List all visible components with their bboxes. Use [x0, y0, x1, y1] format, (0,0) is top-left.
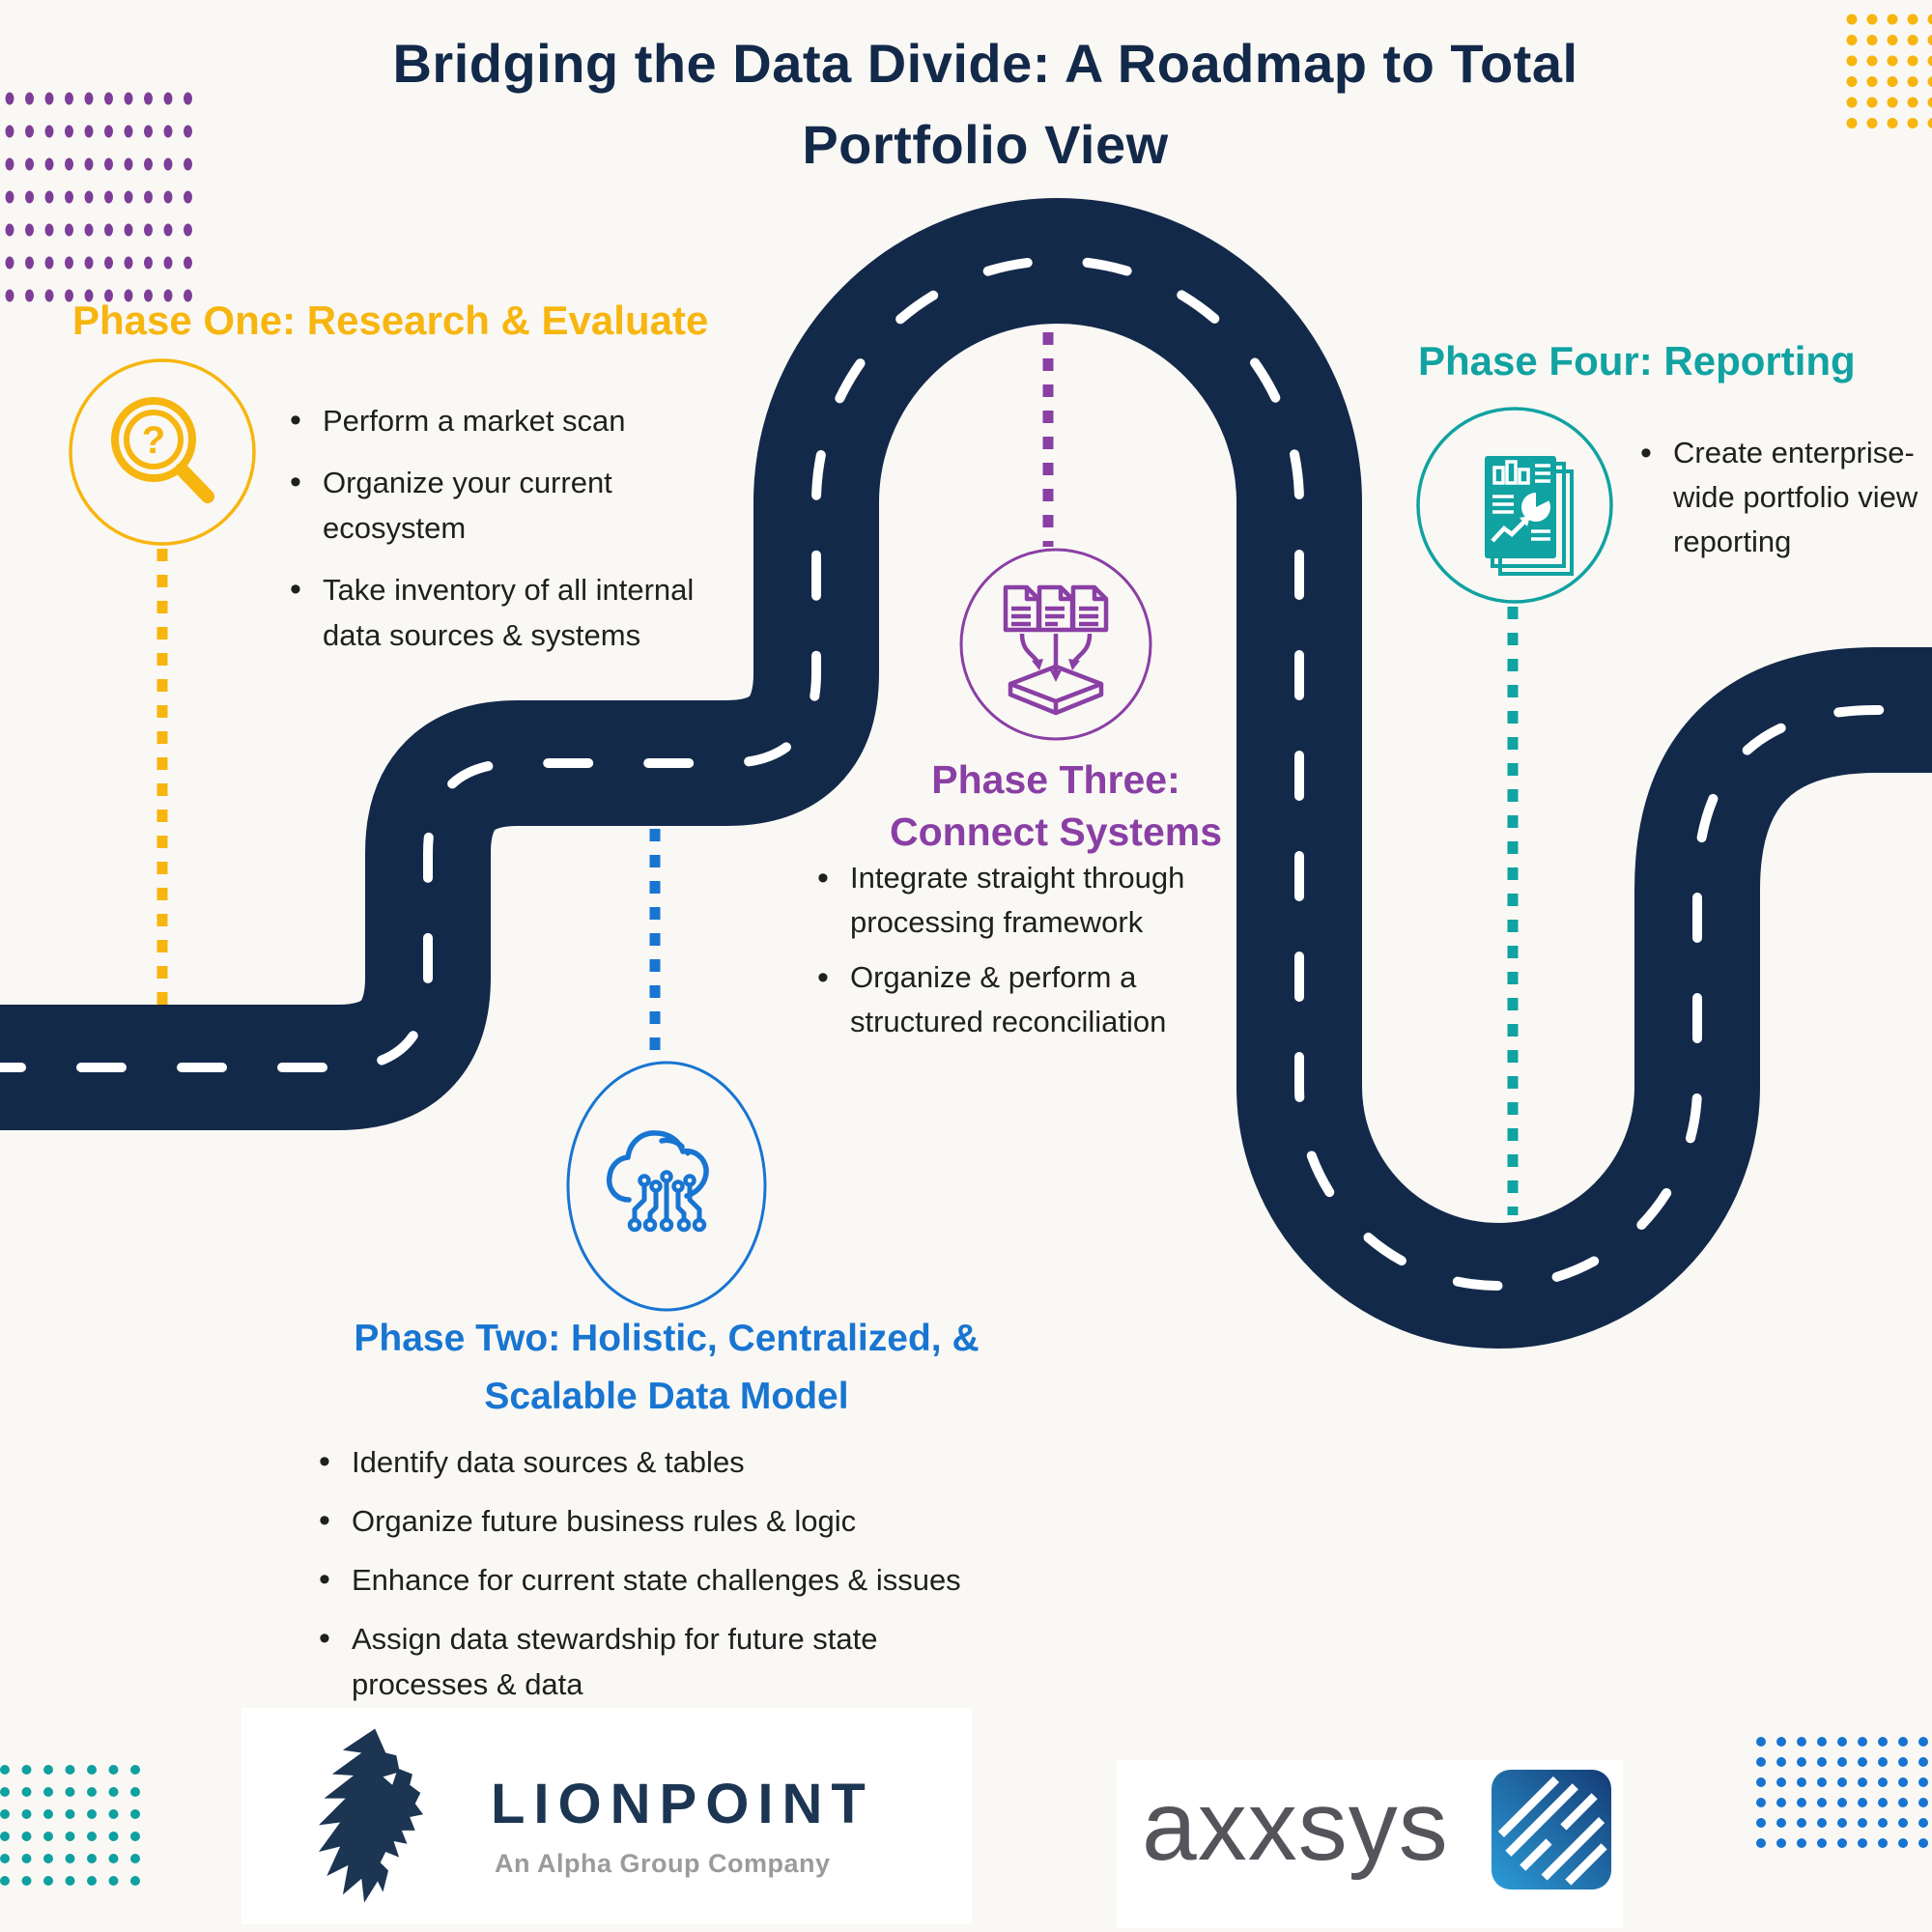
- cloud-circuit-icon: [606, 1130, 709, 1233]
- phase-one-bullet-list: Perform a market scan Organize your curr…: [286, 398, 769, 674]
- lion-logo: [318, 1728, 424, 1903]
- road-surface: [0, 198, 1932, 1349]
- documents-merge-icon: [1003, 584, 1109, 716]
- phase-three-bullet-list: Integrate straight through processing fr…: [813, 856, 1248, 1055]
- axxsys-stripe-mark: [1492, 1770, 1611, 1889]
- lionpoint-tagline: An Alpha Group Company: [495, 1849, 831, 1878]
- lionpoint-wordmark: LIONPOINT: [491, 1773, 874, 1835]
- phase-one-heading: Phase One: Research & Evaluate: [72, 298, 709, 343]
- list-item: Assign data stewardship for future state…: [315, 1616, 972, 1707]
- phase-two-heading: Phase Two: Holistic, Centralized, & Scal…: [354, 1318, 980, 1417]
- phase-four-bullet-list: Create enterprise- wide portfolio view r…: [1636, 431, 1932, 564]
- dot-grid-bottom-left: [0, 1765, 140, 1886]
- list-item: Organize & perform a structured reconcil…: [813, 955, 1248, 1044]
- magnifying-glass-question-icon: ?: [111, 397, 214, 503]
- axxsys-logo: axxsys: [1117, 1760, 1623, 1928]
- axxsys-wordmark: axxsys: [1142, 1771, 1449, 1881]
- report-document-icon: [1485, 456, 1574, 576]
- lionpoint-logo: LIONPOINT An Alpha Group Company: [242, 1708, 972, 1924]
- phase-two-bullet-list: Identify data sources & tables Organize …: [315, 1439, 972, 1720]
- phase-four-heading: Phase Four: Reporting: [1418, 338, 1856, 384]
- list-item: Organize future business rules & logic: [315, 1498, 972, 1544]
- list-item: Perform a market scan: [286, 398, 769, 443]
- dot-grid-top-right: [1846, 14, 1932, 128]
- list-item: Integrate straight through processing fr…: [813, 856, 1248, 945]
- list-item: Identify data sources & tables: [315, 1439, 972, 1485]
- list-item: Take inventory of all internal data sour…: [286, 567, 769, 658]
- svg-text:?: ?: [142, 419, 165, 462]
- list-item: Enhance for current state challenges & i…: [315, 1557, 972, 1603]
- phase-three-heading: Phase Three: Connect Systems: [889, 757, 1223, 854]
- page-title: Bridging the Data Divide: A Roadmap to T…: [392, 33, 1578, 175]
- dot-grid-bottom-right: [1756, 1737, 1928, 1848]
- dot-grid-top-left: [5, 92, 192, 302]
- list-item: Organize your current ecosystem: [286, 460, 769, 551]
- list-item: Create enterprise- wide portfolio view r…: [1636, 431, 1932, 564]
